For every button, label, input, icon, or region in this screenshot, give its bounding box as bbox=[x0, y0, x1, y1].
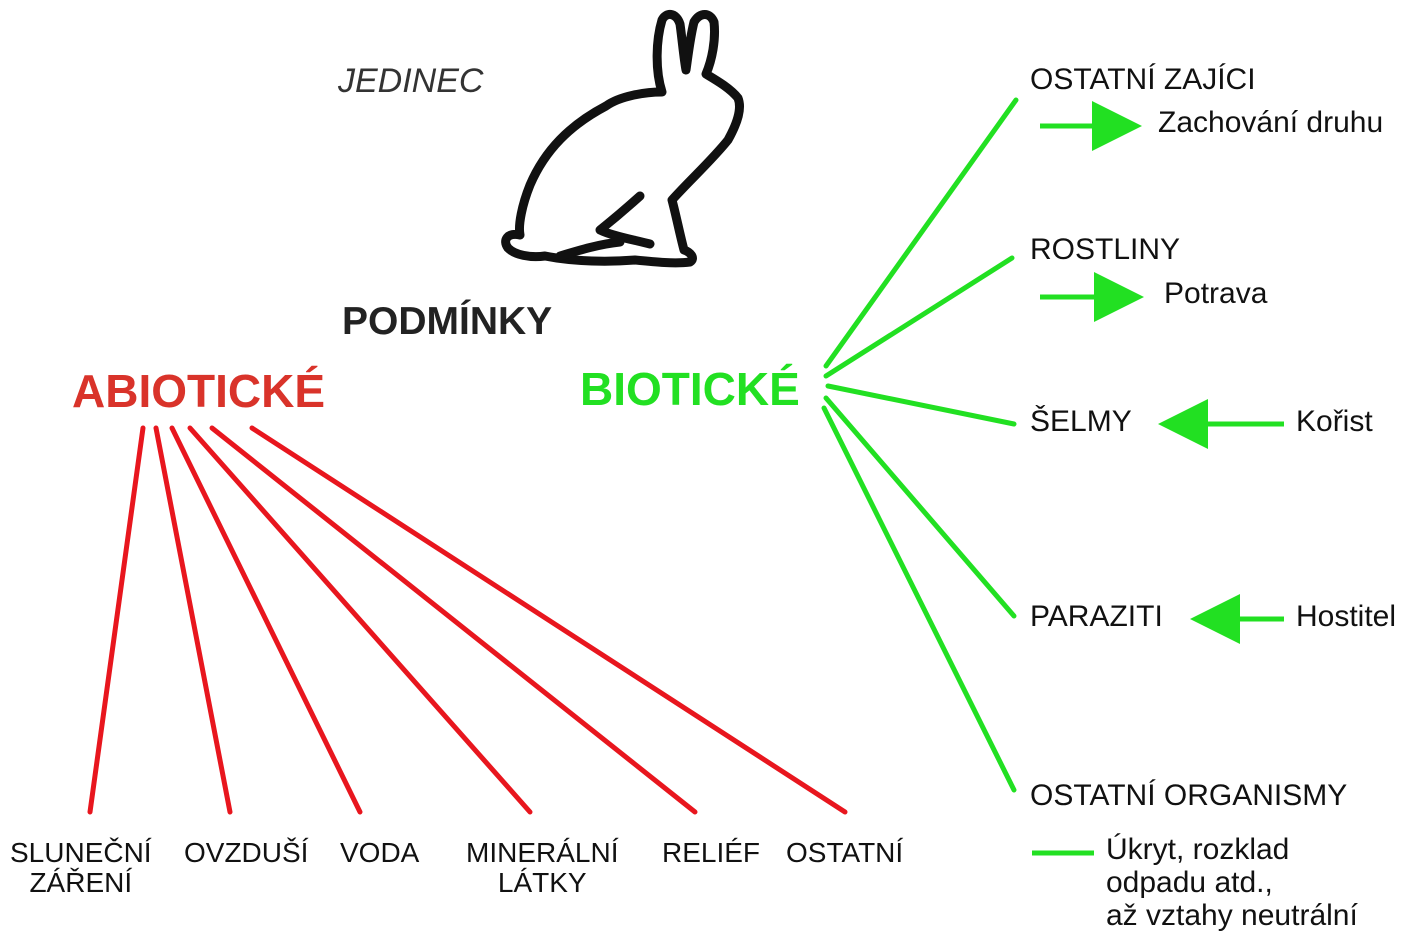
abiotic-line-2 bbox=[156, 428, 230, 812]
biotic-line-2 bbox=[826, 258, 1012, 376]
abiotic-connectors bbox=[90, 428, 845, 812]
abiotic-line-3 bbox=[172, 428, 360, 812]
biotic-connectors bbox=[824, 100, 1016, 790]
abiotic-line-4 bbox=[190, 428, 530, 812]
abiotic-item-relief: RELIÉF bbox=[662, 838, 760, 868]
abiotic-item-voda: VODA bbox=[340, 838, 419, 868]
biotic-item-rostliny: ROSTLINY bbox=[1030, 233, 1180, 267]
biotic-item-selmy: ŠELMY bbox=[1030, 405, 1132, 439]
relation-potrava: Potrava bbox=[1164, 277, 1267, 311]
biotic-item-ostatni-organismy: OSTATNÍ ORGANISMY bbox=[1030, 779, 1347, 813]
abiotic-line-1 bbox=[90, 428, 143, 812]
biotic-item-ostatni-zajici: OSTATNÍ ZAJÍCI bbox=[1030, 63, 1256, 97]
abiotic-heading: ABIOTICKÉ bbox=[72, 364, 325, 418]
biotic-line-4 bbox=[826, 398, 1014, 616]
biotic-line-5 bbox=[824, 408, 1014, 790]
relation-ukryt-rozklad: Úkryt, rozklad odpadu atd., až vztahy ne… bbox=[1106, 833, 1358, 932]
relation-zachovani-druhu: Zachování druhu bbox=[1158, 106, 1383, 140]
abiotic-line-5 bbox=[212, 428, 695, 812]
biotic-heading: BIOTICKÉ bbox=[580, 362, 800, 416]
individual-label: JEDINEC bbox=[338, 62, 483, 101]
conditions-label: PODMÍNKY bbox=[342, 300, 552, 344]
abiotic-line-6 bbox=[252, 428, 845, 812]
hare-silhouette-icon bbox=[506, 14, 740, 262]
relation-hostitel: Hostitel bbox=[1296, 600, 1396, 634]
biotic-line-3 bbox=[828, 386, 1014, 424]
relation-korist: Kořist bbox=[1296, 405, 1373, 439]
abiotic-item-slunecni-zareni: SLUNEČNÍ ZÁŘENÍ bbox=[10, 838, 152, 898]
biotic-item-paraziti: PARAZITI bbox=[1030, 600, 1163, 634]
abiotic-item-ostatni: OSTATNÍ bbox=[786, 838, 903, 868]
biotic-line-1 bbox=[826, 100, 1016, 366]
abiotic-item-ovzdusi: OVZDUŠÍ bbox=[184, 838, 308, 868]
abiotic-item-mineralni-latky: MINERÁLNÍ LÁTKY bbox=[466, 838, 618, 898]
